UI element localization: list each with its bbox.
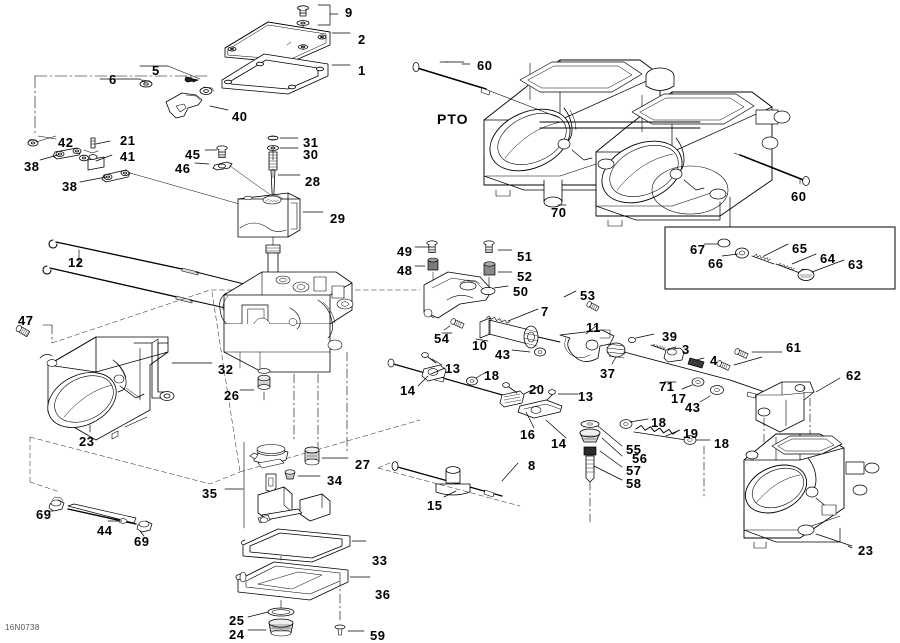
part-callout-54: 54 [434,331,450,346]
part-callout-14: 14 [551,436,567,451]
pto-label: PTO [437,111,469,127]
part-callout-20: 20 [529,382,545,397]
part-callout-27: 27 [355,457,371,472]
part-callout-33: 33 [372,553,388,568]
part-callout-69: 69 [134,534,150,549]
part-callout-23: 23 [79,434,95,449]
part-callout-8: 8 [528,458,536,473]
part-callout-18: 18 [651,415,667,430]
part-callout-65: 65 [792,241,808,256]
part-callout-39: 39 [662,329,678,344]
part-callout-30: 30 [303,147,319,162]
part-callout-48: 48 [397,263,413,278]
part-callout-61: 61 [786,340,802,355]
part-callout-12: 12 [68,255,84,270]
part-callout-2: 2 [358,32,366,47]
part-callout-26: 26 [224,388,240,403]
part-callout-28: 28 [305,174,321,189]
part-callout-6: 6 [109,72,117,87]
part-callout-36: 36 [375,587,391,602]
part-callout-21: 21 [120,133,136,148]
part-callout-66: 66 [708,256,724,271]
part-callout-44: 44 [97,523,113,538]
part-callout-71: 71 [659,379,675,394]
part-callout-5: 5 [152,63,160,78]
part-callout-29: 29 [330,211,346,226]
part-callout-63: 63 [848,257,864,272]
part-callout-43: 43 [685,400,701,415]
part-callout-51: 51 [517,249,533,264]
part-callout-15: 15 [427,498,443,513]
part-callout-57: 57 [626,463,642,478]
part-callout-10: 10 [472,338,488,353]
part-callout-42: 42 [58,135,74,150]
part-callout-46: 46 [175,161,191,176]
part-callout-69: 69 [36,507,52,522]
part-callout-7: 7 [541,304,549,319]
part-callout-56: 56 [632,451,648,466]
part-callout-55: 55 [626,442,642,457]
part-callout-58: 58 [626,476,642,491]
part-callout-17: 17 [671,391,687,406]
part-callout-1: 1 [358,63,366,78]
part-callout-11: 11 [586,320,601,335]
part-callout-49: 49 [397,244,413,259]
part-callout-18: 18 [484,368,500,383]
part-callout-23: 23 [858,543,874,558]
part-callout-53: 53 [580,288,596,303]
part-callout-52: 52 [517,269,533,284]
part-callout-60: 60 [477,58,493,73]
part-callout-59: 59 [370,628,386,643]
part-callout-40: 40 [232,109,248,124]
part-callout-14: 14 [400,383,416,398]
part-callout-16: 16 [520,427,536,442]
part-callout-38: 38 [62,179,78,194]
part-callout-38: 38 [24,159,40,174]
part-callout-18: 18 [714,436,730,451]
part-callout-3: 3 [682,342,690,357]
part-callout-64: 64 [820,251,836,266]
part-callout-47: 47 [18,313,34,328]
part-callout-24: 24 [229,627,245,642]
part-callout-41: 41 [120,149,136,164]
part-callout-35: 35 [202,486,218,501]
part-callout-37: 37 [600,366,616,381]
part-callout-32: 32 [218,362,234,377]
part-callout-43: 43 [495,347,511,362]
part-callout-50: 50 [513,284,529,299]
drawing-id: 16N0738 [5,623,40,632]
part-callout-19: 19 [683,426,699,441]
part-callout-13: 13 [445,361,461,376]
part-callout-13: 13 [578,389,594,404]
part-callout-31: 31 [303,135,319,150]
part-callout-25: 25 [229,613,245,628]
part-callout-4: 4 [710,353,718,368]
part-callout-9: 9 [345,5,353,20]
part-callout-60: 60 [791,189,807,204]
part-callout-62: 62 [846,368,862,383]
part-callout-45: 45 [185,147,201,162]
part-callout-67: 67 [690,242,706,257]
part-callout-34: 34 [327,473,343,488]
part-callout-70: 70 [551,205,567,220]
